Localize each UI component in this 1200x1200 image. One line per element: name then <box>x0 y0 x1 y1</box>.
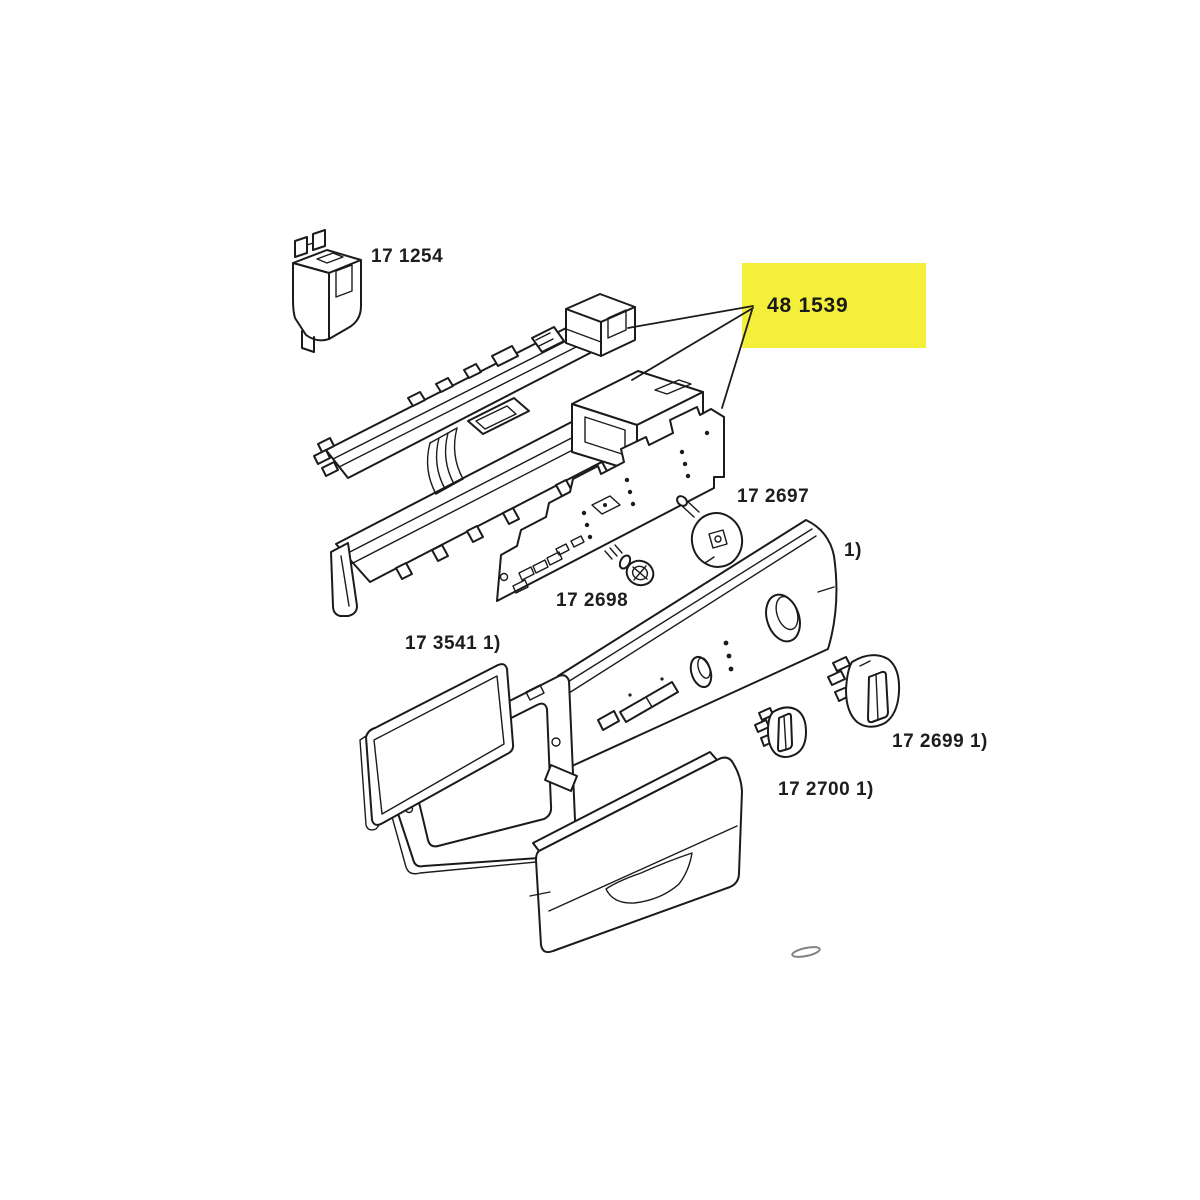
screw-drawing <box>604 544 655 587</box>
label-part-17-2698: 17 2698 <box>556 590 628 611</box>
label-part-17-1254: 17 1254 <box>371 246 443 267</box>
label-part-17-3541: 17 3541 1) <box>405 633 501 654</box>
timer-knob-drawing <box>676 495 744 568</box>
label-panel-footnote: 1) <box>844 540 862 561</box>
faint-smudge <box>791 946 821 958</box>
knob-large-drawing <box>827 654 901 728</box>
label-part-17-2697: 17 2697 <box>737 486 809 507</box>
gasket-drawing <box>359 663 515 831</box>
label-part-17-2699: 17 2699 1) <box>892 731 988 752</box>
upper-module-drawing <box>313 293 636 479</box>
panel-fascia-drawing <box>557 519 838 767</box>
knob-small-drawing <box>754 706 807 758</box>
highlight-box <box>742 263 926 348</box>
drawer-front-drawing <box>529 751 743 954</box>
circuit-board-drawing <box>496 406 725 602</box>
suppressor-part-drawing <box>292 229 362 353</box>
pointer-lines <box>627 305 754 409</box>
label-part-48-1539: 48 1539 <box>767 294 849 317</box>
label-part-17-2700: 17 2700 1) <box>778 779 874 800</box>
lower-module-drawing <box>330 370 704 617</box>
